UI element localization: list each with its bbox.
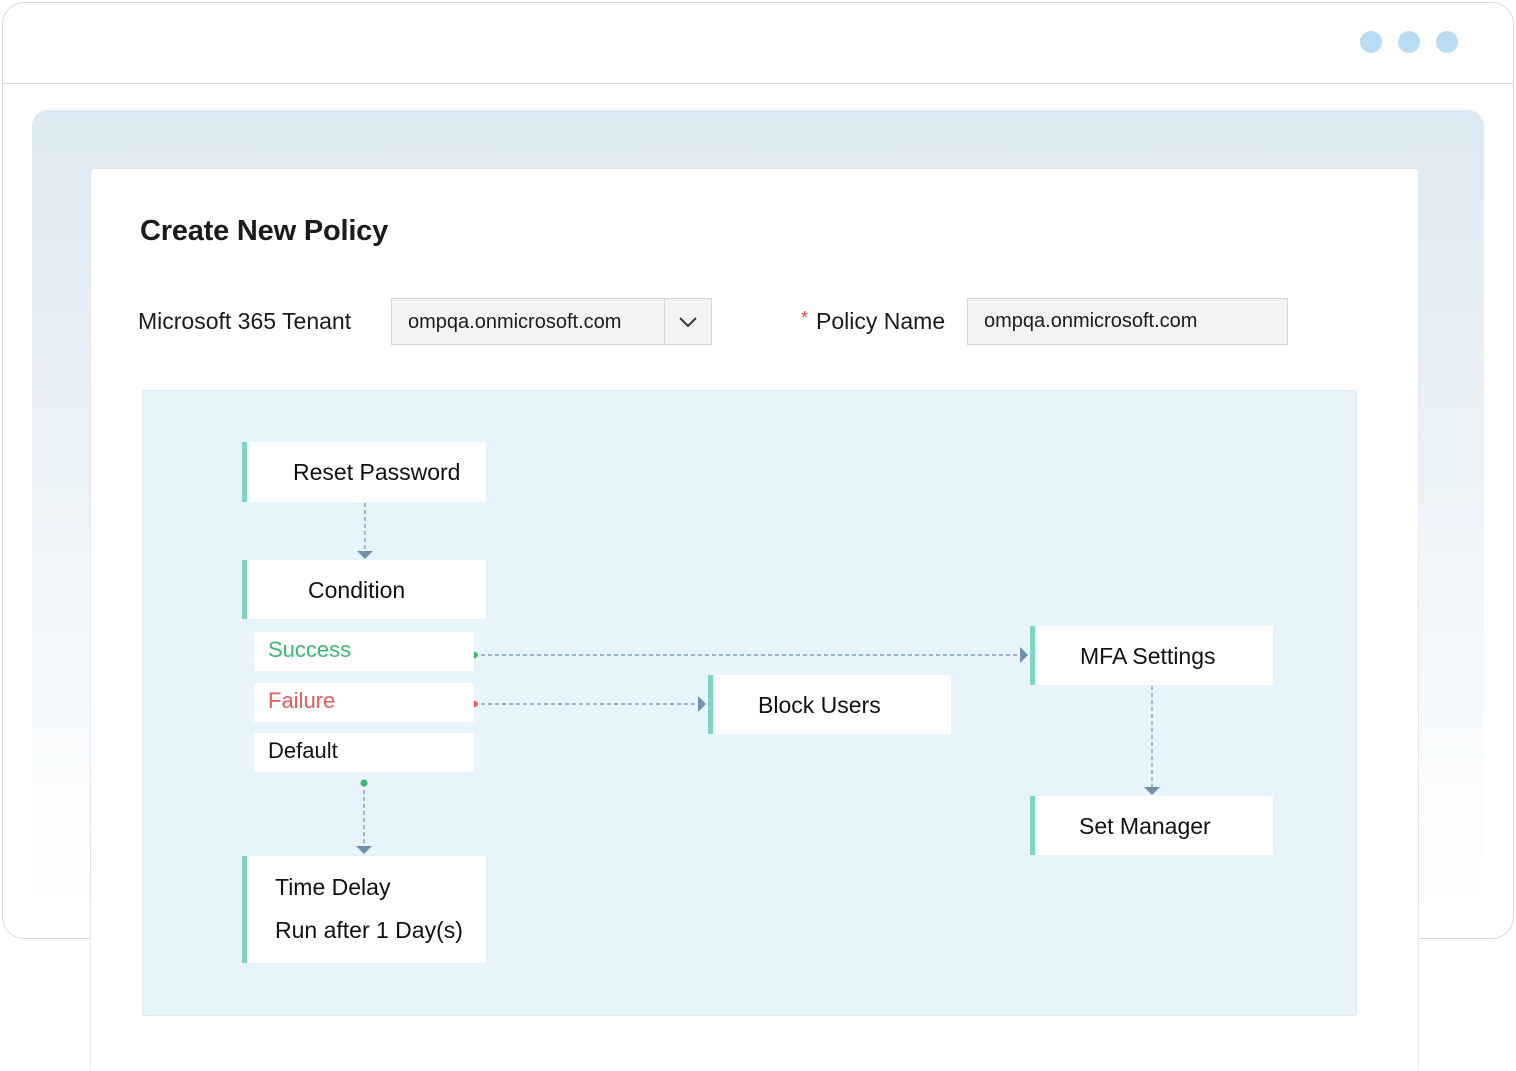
branch-failure[interactable]: Failure xyxy=(254,683,474,722)
node-set-manager-label: Set Manager xyxy=(1079,813,1211,839)
chevron-down-icon[interactable] xyxy=(664,299,711,344)
tenant-select-value: ompqa.onmicrosoft.com xyxy=(408,311,622,333)
tenant-select[interactable]: ompqa.onmicrosoft.com xyxy=(391,298,712,345)
node-condition[interactable]: Condition xyxy=(242,560,486,619)
window-title-bar xyxy=(3,3,1513,84)
node-set-manager[interactable]: Set Manager xyxy=(1030,796,1273,855)
node-time-delay-title: Time Delay xyxy=(275,874,391,900)
node-time-delay[interactable]: Time Delay Run after 1 Day(s) xyxy=(242,856,486,963)
node-mfa-settings[interactable]: MFA Settings xyxy=(1030,626,1273,685)
page-title: Create New Policy xyxy=(140,215,389,247)
branch-success-label: Success xyxy=(268,637,352,662)
window-control-dot[interactable] xyxy=(1360,31,1382,53)
policy-name-input[interactable] xyxy=(967,298,1288,345)
branch-default[interactable]: Default xyxy=(254,733,474,772)
policy-name-label: * Policy Name xyxy=(801,308,945,335)
policy-name-label-text: Policy Name xyxy=(816,308,946,334)
node-mfa-settings-label: MFA Settings xyxy=(1080,643,1216,669)
tenant-label: Microsoft 365 Tenant xyxy=(138,308,352,334)
branch-default-label: Default xyxy=(268,738,338,763)
branch-success[interactable]: Success xyxy=(254,632,474,671)
node-reset-password-label: Reset Password xyxy=(293,459,461,485)
required-marker: * xyxy=(801,308,809,328)
node-condition-label: Condition xyxy=(308,577,406,603)
window-control-dot[interactable] xyxy=(1398,31,1420,53)
branch-failure-label: Failure xyxy=(268,688,336,713)
node-time-delay-detail: Run after 1 Day(s) xyxy=(275,917,463,943)
node-block-users[interactable]: Block Users xyxy=(708,675,951,734)
window-control-dot[interactable] xyxy=(1436,31,1458,53)
node-reset-password[interactable]: Reset Password xyxy=(242,442,486,502)
node-block-users-label: Block Users xyxy=(758,692,881,718)
